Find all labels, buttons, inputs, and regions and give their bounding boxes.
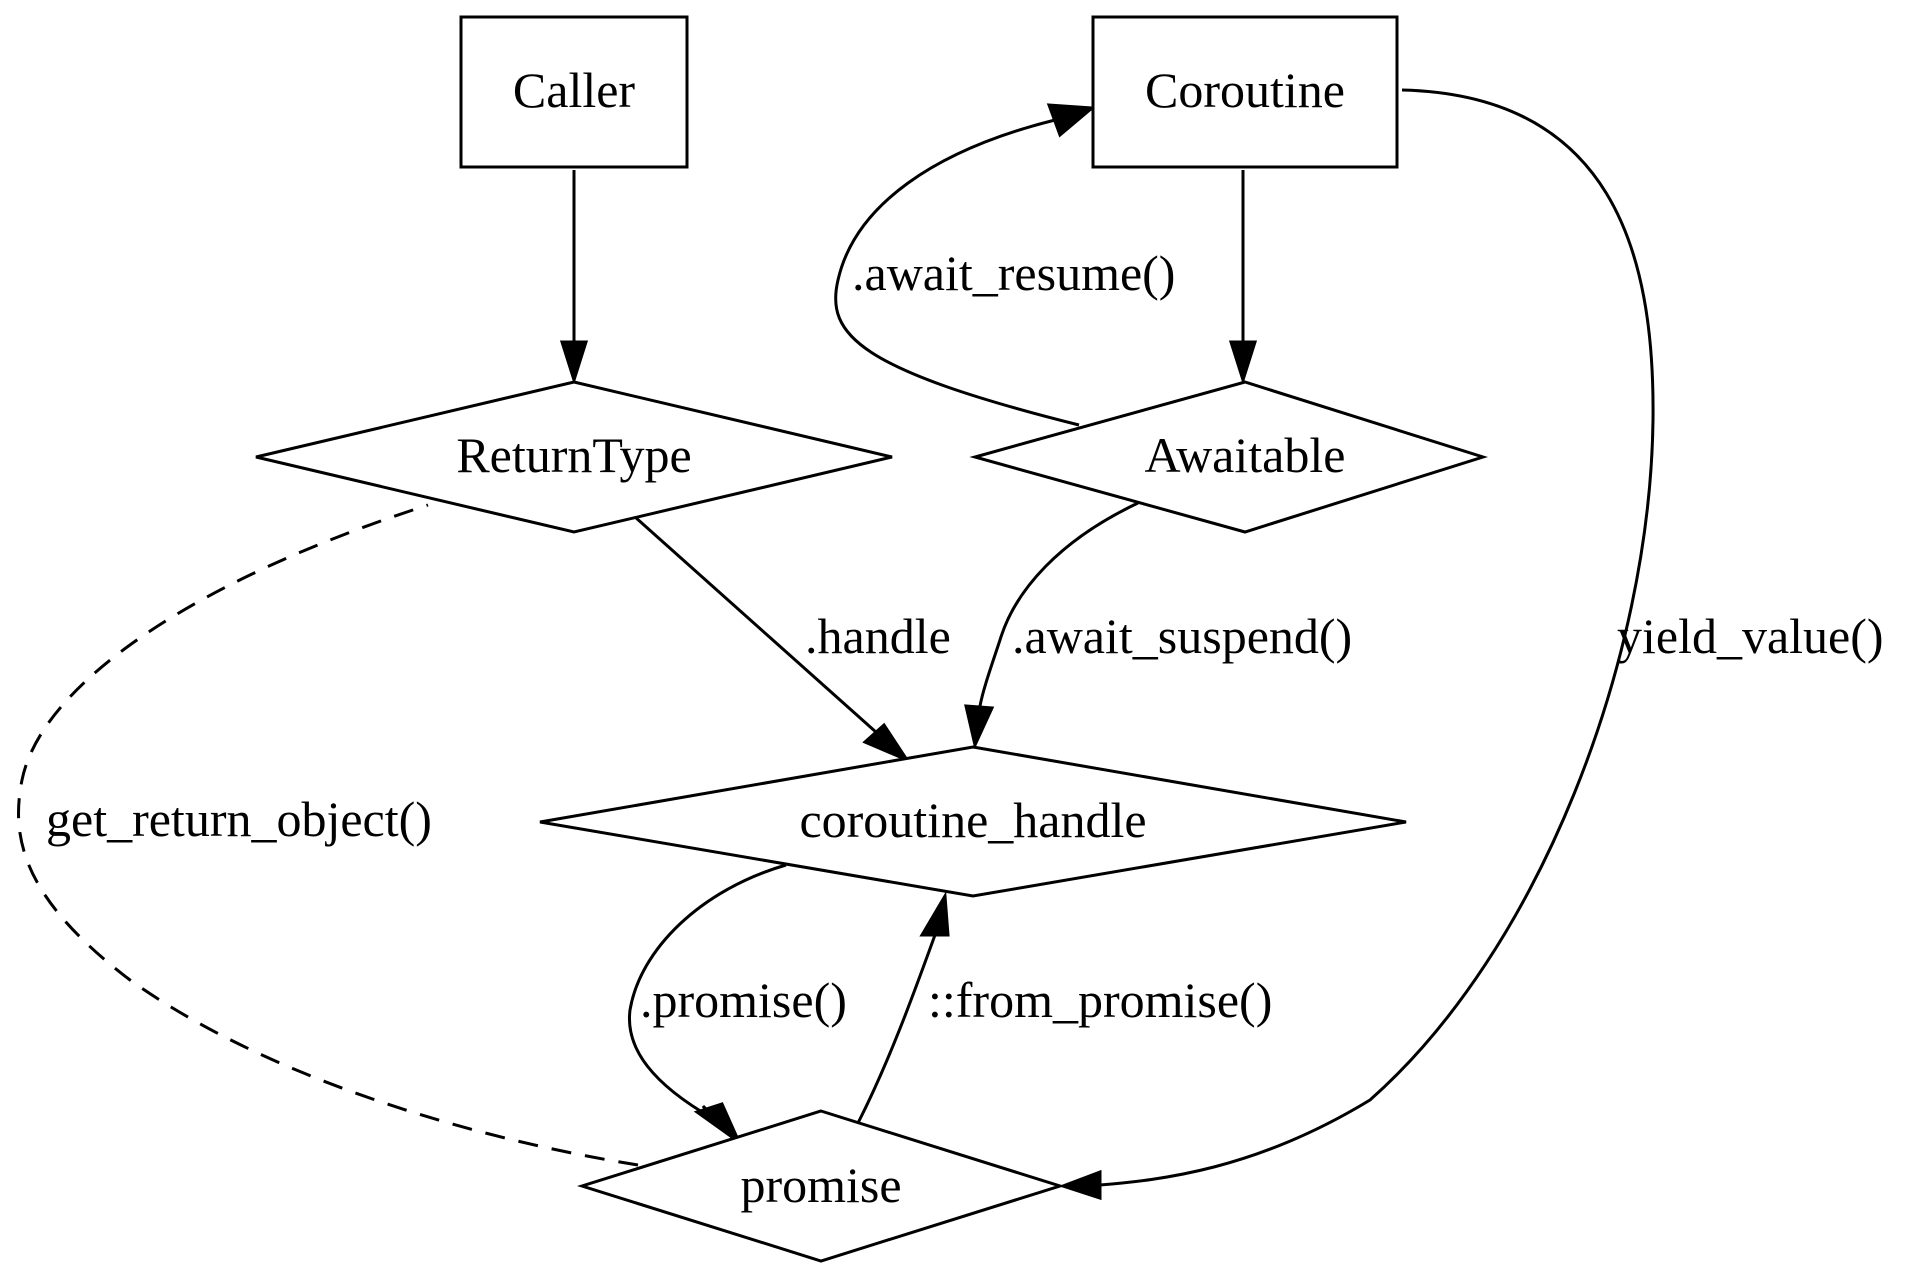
edge-awaitable-to-handle: .await_suspend() <box>964 501 1352 750</box>
node-caller-label: Caller <box>513 62 636 118</box>
edge-label-yield-value: yield_value() <box>1617 608 1884 664</box>
node-returntype[interactable]: ReturnType <box>255 380 893 534</box>
node-awaitable-label: Awaitable <box>1145 427 1346 483</box>
edge-label-from-promise: ::from_promise() <box>928 972 1272 1028</box>
node-coroutine-handle[interactable]: coroutine_handle <box>539 745 1407 898</box>
edge-awaitable-to-coroutine: .await_resume() <box>834 103 1175 427</box>
arrowhead <box>862 722 911 764</box>
edge-caller-to-returntype <box>559 170 589 385</box>
node-awaitable[interactable]: Awaitable <box>969 380 1488 534</box>
node-coroutine-handle-label: coroutine_handle <box>799 792 1146 848</box>
edge-promise-to-returntype: get_return_object() <box>17 503 639 1167</box>
arrowhead <box>1058 1169 1102 1201</box>
edge-label-await-suspend: .await_suspend() <box>1012 608 1352 664</box>
arrowhead <box>919 891 950 937</box>
node-caller[interactable]: Caller <box>459 15 689 169</box>
edge-label-handle: .handle <box>805 608 951 664</box>
arrowhead <box>964 704 995 750</box>
arrowhead <box>1046 103 1096 138</box>
arrowhead-tip <box>693 1102 743 1147</box>
node-returntype-label: ReturnType <box>456 427 691 483</box>
node-coroutine-label: Coroutine <box>1145 62 1345 118</box>
edge-label-promise: .promise() <box>640 972 847 1028</box>
edge-promise-to-handle: ::from_promise() <box>856 891 1272 1124</box>
node-coroutine[interactable]: Coroutine <box>1091 15 1399 169</box>
arrowhead <box>559 340 589 385</box>
node-promise[interactable]: promise <box>576 1109 1066 1263</box>
edge-coroutine-to-awaitable <box>1228 170 1258 385</box>
edge-label-get-return-object: get_return_object() <box>46 791 432 847</box>
edge-coroutine-to-promise: yield_value() <box>1058 88 1884 1201</box>
edge-handle-to-promise: .promise() <box>627 863 847 1147</box>
edge-returntype-to-handle: .handle <box>634 515 951 764</box>
arrowhead <box>1228 340 1258 385</box>
node-promise-label: promise <box>740 1157 901 1213</box>
edge-label-await-resume: .await_resume() <box>852 245 1175 301</box>
